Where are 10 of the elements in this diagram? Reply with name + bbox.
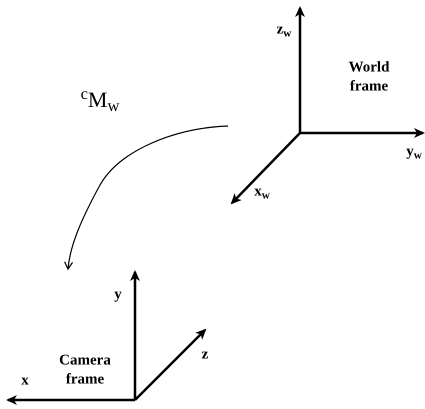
- frame-label: World frame: [348, 58, 390, 96]
- axis-label: z: [202, 348, 208, 362]
- axis-label: x: [21, 374, 29, 388]
- axis-label: y$_{w}$: [406, 144, 422, 160]
- axis-label: z$_{w}$: [276, 22, 292, 38]
- curved-arrow: [64, 125, 228, 270]
- frame-label: Camera frame: [58, 351, 112, 389]
- axis-label: x$_{w}$: [254, 184, 270, 200]
- axis-label: y: [114, 288, 122, 302]
- edge-label: $^{c}$M$_{w}$: [80, 89, 120, 111]
